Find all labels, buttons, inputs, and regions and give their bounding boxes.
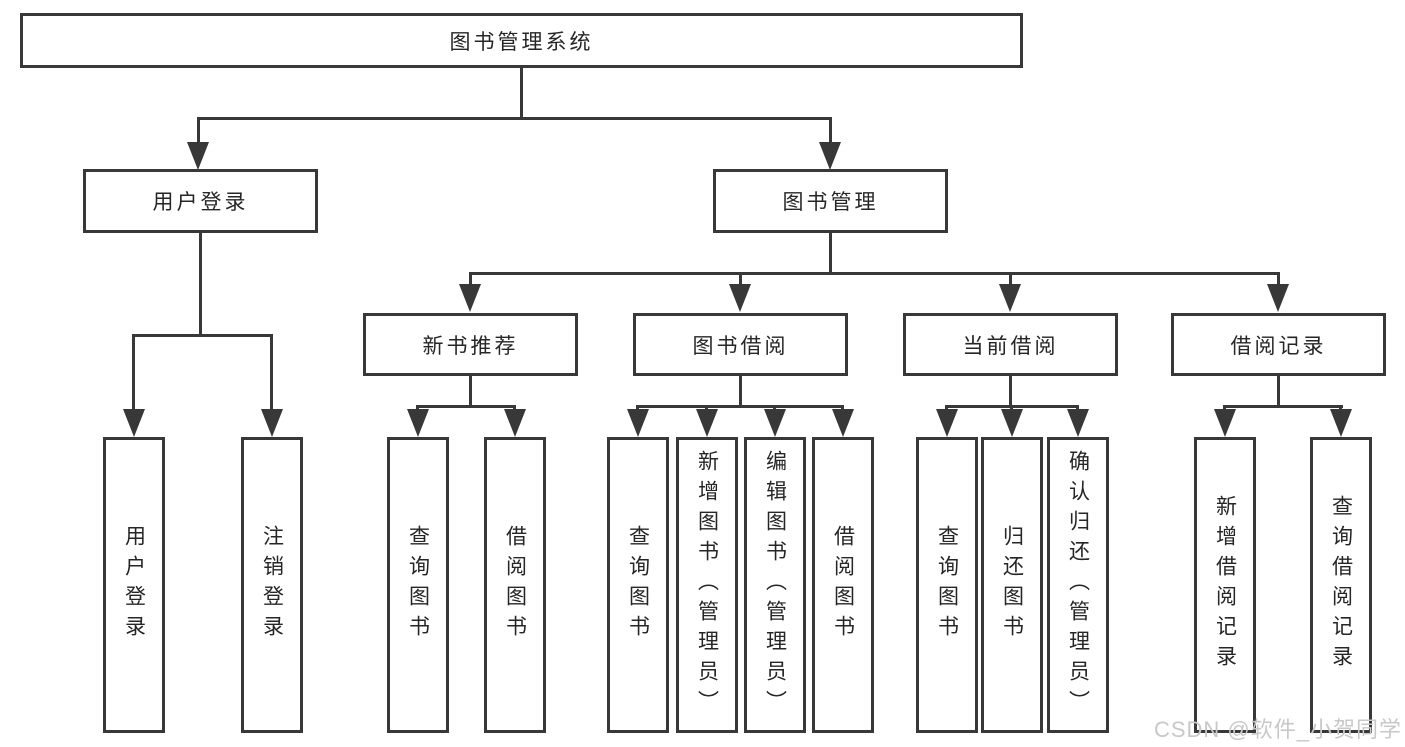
arrowhead-new-book-recommend — [459, 284, 481, 312]
arrowhead-borrowing-query — [627, 409, 649, 437]
connector-current-stem-1 — [945, 405, 948, 411]
connector-newbook-stem-2 — [513, 405, 516, 411]
arrowhead-user-login — [187, 142, 209, 170]
arrowhead-current-borrowing — [999, 284, 1021, 312]
leaf-current-query-books-label: 查询图书 — [935, 525, 959, 645]
connector-current-stem-3 — [1076, 405, 1079, 411]
arrowhead-records-add — [1214, 409, 1236, 437]
leaf-user-login-label: 用户登录 — [122, 525, 146, 645]
connector-records-stem-2 — [1339, 405, 1342, 411]
connector-level2-stem-4 — [1277, 272, 1280, 284]
arrowhead-borrowing-add — [696, 409, 718, 437]
arrowhead-records-query — [1330, 409, 1352, 437]
leaf-records-query-record: 查询借阅记录 — [1310, 437, 1372, 733]
leaf-records-add-record: 新增借阅记录 — [1194, 437, 1256, 733]
connector-borrowing-stem-4 — [841, 405, 844, 411]
node-borrowing-records: 借阅记录 — [1171, 313, 1386, 376]
node-book-borrowing: 图书借阅 — [633, 313, 848, 376]
leaf-borrowing-borrow-books-label: 借阅图书 — [831, 525, 855, 645]
leaf-newbook-query-books-label: 查询图书 — [406, 525, 430, 645]
leaf-borrowing-add-books-admin: 新增图书（管理员） — [676, 437, 738, 733]
connector-borrowing-bar — [636, 405, 844, 408]
arrowhead-newbook-borrow — [504, 409, 526, 437]
connector-current-stem-2 — [1010, 405, 1013, 411]
leaf-newbook-query-books: 查询图书 — [387, 437, 449, 733]
node-library-system: 图书管理系统 — [20, 13, 1023, 68]
connector-level1-bar — [197, 117, 832, 120]
leaf-current-confirm-return-admin-label: 确认归还（管理员） — [1066, 450, 1090, 720]
connector-newbook-stub — [469, 376, 472, 406]
connector-records-bar — [1223, 405, 1343, 408]
arrowhead-newbook-query — [407, 409, 429, 437]
leaf-borrowing-add-books-admin-label: 新增图书（管理员） — [695, 450, 719, 720]
leaf-newbook-borrow-books: 借阅图书 — [484, 437, 546, 733]
connector-borrowing-stem-2 — [705, 405, 708, 411]
leaf-borrowing-edit-books-admin: 编辑图书（管理员） — [744, 437, 806, 733]
connector-level2-stem-3 — [1009, 272, 1012, 284]
connector-userlogin-stub — [199, 233, 202, 335]
leaf-current-return-books: 归还图书 — [981, 437, 1043, 733]
connector-level2-bar — [469, 272, 1280, 275]
leaf-borrowing-edit-books-admin-label: 编辑图书（管理员） — [763, 450, 787, 720]
arrowhead-borrowing-records — [1267, 284, 1289, 312]
connector-level1-stem-left — [197, 117, 200, 145]
connector-records-stem-1 — [1223, 405, 1226, 411]
connector-records-stub — [1277, 376, 1280, 406]
leaf-user-login: 用户登录 — [103, 437, 165, 733]
connector-newbook-stem-1 — [416, 405, 419, 411]
leaf-current-return-books-label: 归还图书 — [1000, 525, 1024, 645]
connector-borrowing-stem-1 — [636, 405, 639, 411]
connector-level2-stem-1 — [469, 272, 472, 284]
leaf-current-query-books: 查询图书 — [916, 437, 978, 733]
arrowhead-borrowing-borrow — [832, 409, 854, 437]
connector-userlogin-stem-2 — [270, 334, 273, 410]
arrowhead-user-login-leaf — [123, 409, 145, 437]
connector-userlogin-stem-1 — [132, 334, 135, 410]
leaf-records-query-record-label: 查询借阅记录 — [1329, 495, 1353, 675]
arrowhead-book-management — [819, 142, 841, 170]
node-current-borrowing: 当前借阅 — [903, 313, 1118, 376]
connector-borrowing-stem-3 — [773, 405, 776, 411]
leaf-borrowing-borrow-books: 借阅图书 — [812, 437, 874, 733]
node-user-login: 用户登录 — [83, 169, 318, 233]
arrowhead-current-confirm — [1067, 409, 1089, 437]
connector-userlogin-bar — [132, 334, 273, 337]
connector-level2-stem-2 — [739, 272, 742, 284]
arrowhead-current-return — [1001, 409, 1023, 437]
node-new-book-recommend: 新书推荐 — [363, 313, 578, 376]
arrowhead-borrowing-edit — [764, 409, 786, 437]
connector-current-stub — [1009, 376, 1012, 406]
csdn-watermark: CSDN @软件_小贺同学 — [1153, 717, 1402, 742]
arrowhead-logout-leaf — [261, 409, 283, 437]
leaf-logout: 注销登录 — [241, 437, 303, 733]
leaf-logout-label: 注销登录 — [260, 525, 284, 645]
leaf-records-add-record-label: 新增借阅记录 — [1213, 495, 1237, 675]
connector-newbook-bar — [416, 405, 516, 408]
arrowhead-book-borrowing — [729, 284, 751, 312]
leaf-current-confirm-return-admin: 确认归还（管理员） — [1047, 437, 1109, 733]
connector-root-stub — [520, 68, 523, 118]
connector-level1-stem-right — [829, 117, 832, 145]
arrowhead-current-query — [936, 409, 958, 437]
node-book-management: 图书管理 — [713, 169, 948, 233]
leaf-borrowing-query-books: 查询图书 — [607, 437, 669, 733]
connector-borrowing-stub — [739, 376, 742, 406]
leaf-newbook-borrow-books-label: 借阅图书 — [503, 525, 527, 645]
leaf-borrowing-query-books-label: 查询图书 — [626, 525, 650, 645]
connector-bookmgmt-stub — [829, 233, 832, 273]
